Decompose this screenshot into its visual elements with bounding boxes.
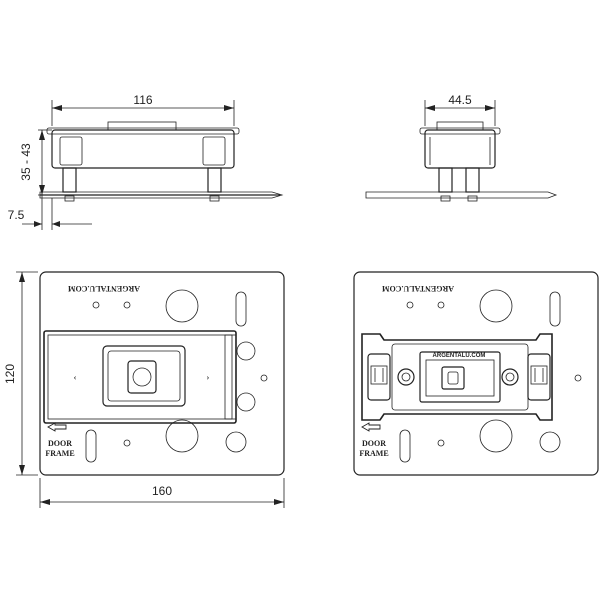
right-spring-inner [530,365,548,385]
housing-left-block [59,136,83,166]
dim-116-arrow-left [52,105,62,111]
frame-label-open: FRAME [359,449,388,458]
plan-view-covered: ARGENTALU.COM ‹ › DOOR FRAME 120 [3,271,285,508]
left-screw-outer [397,368,415,386]
left-spring-block [367,353,391,401]
dim-116-label: 116 [133,93,152,107]
dim-height-arrow-bottom [39,185,45,195]
dim-120-label: 120 [3,364,17,384]
right-screw-outer [501,368,519,386]
plate-outline [39,271,285,476]
door-label: DOOR [48,439,72,448]
dim-445-label: 44.5 [448,93,472,107]
slot-top-right [235,291,247,327]
small-hole-2 [123,301,131,309]
slot-bottom-left [85,429,97,463]
dim-120-arrow-top [19,272,25,282]
dim-160-label: 160 [152,484,172,498]
dim-offset-arrow-left [34,221,42,227]
dim-160-arrow-left [40,499,50,505]
right-screw-inner [505,372,515,382]
cover-inner [47,334,233,420]
housing-right-block [202,136,226,166]
dim-445-arrow-right [485,105,495,111]
dim-116-arrow-right [224,105,234,111]
latch-pin-housing [127,360,157,394]
side-hole-bottom-open [539,431,561,453]
mechanism-pin-box [441,366,465,390]
housing-narrow-flange [419,127,501,135]
left-screw-inner [401,372,411,382]
slot-bottom-left-open [399,429,411,463]
large-hole-top-open [479,289,513,323]
mechanism-pin [447,371,459,385]
housing-flange [46,127,240,135]
mechanism-core [419,351,501,403]
small-hole-4-open [574,374,582,382]
side-view-wide: 116 35 - 43 7.5 [8,93,284,230]
side-hole-bottom [225,431,247,453]
side-hole-lower [236,392,256,412]
dim-445-arrow-left [425,105,435,111]
plate-brand-mirrored-open: ARGENTALU.COM [382,284,455,293]
left-spring-inner [370,365,388,385]
mechanism-brand: ARGENTALU.COM [433,353,486,359]
plate-brand-mirrored: ARGENTALU.COM [68,284,141,293]
left-post-tip [64,195,75,202]
small-hole-1-open [406,301,414,309]
dim-height-label: 35 - 43 [19,143,33,181]
side-hole-upper [236,341,256,361]
mechanism-frame [361,333,553,421]
dim-160-arrow-right [274,499,284,505]
small-hole-3-open [437,439,445,447]
housing-narrow [424,129,496,169]
cover-end-strip [224,334,237,420]
arrow-left-icon-open [361,422,381,432]
large-hole-bottom [165,419,199,453]
narrow-post-left [438,167,453,193]
narrow-post-left-tip [440,195,451,202]
side-view-narrow: 44.5 [365,93,558,202]
large-hole-bottom-open [479,419,513,453]
base-plate [39,191,284,199]
door-label-open: DOOR [362,439,386,448]
latch-pin [132,367,152,387]
housing-top-cap [107,121,177,131]
base-plate-narrow [365,191,558,199]
mechanism-core-inner [425,359,495,397]
plate-outline-open [353,271,599,476]
cover-center-inner [107,350,181,402]
frame-label: FRAME [45,449,74,458]
housing-body [51,129,235,169]
narrow-post-right [465,167,480,193]
right-post-tip [209,195,220,202]
chevron-right-icon: › [207,373,210,382]
large-hole-top [165,289,199,323]
plan-view-open: ARGENTALU.COM ARGENTALU.COM [353,271,599,476]
dim-offset-arrow-right [52,221,60,227]
right-spring-block [527,353,551,401]
arrow-left-icon [47,422,67,432]
housing-narrow-cap [436,121,484,131]
chevron-left-icon: ‹ [74,373,77,382]
dim-offset-label: 7.5 [8,208,25,222]
slot-top-right-open [549,291,561,327]
dim-height-arrow-top [39,130,45,140]
small-hole-2-open [437,301,445,309]
left-post [62,167,77,193]
small-hole-1 [92,301,100,309]
right-post [207,167,222,193]
cover-center-window [102,345,186,407]
small-hole-3 [123,439,131,447]
small-hole-4 [260,374,268,382]
dim-120-arrow-bottom [19,465,25,475]
narrow-post-right-tip [467,195,478,202]
